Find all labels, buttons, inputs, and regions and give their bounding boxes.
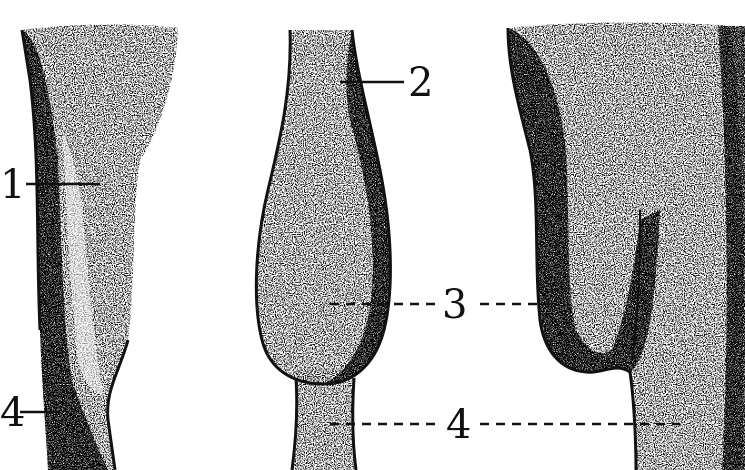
callout-label-1: 1 [0,162,25,208]
callout-label-2: 2 [408,60,433,106]
callout-label-4-center: 4 [446,402,471,448]
callout-label-3: 3 [442,282,467,328]
center-structure [256,30,390,470]
callout-label-4-left: 4 [0,390,25,436]
left-structure [22,25,178,470]
right-structure [508,23,745,470]
